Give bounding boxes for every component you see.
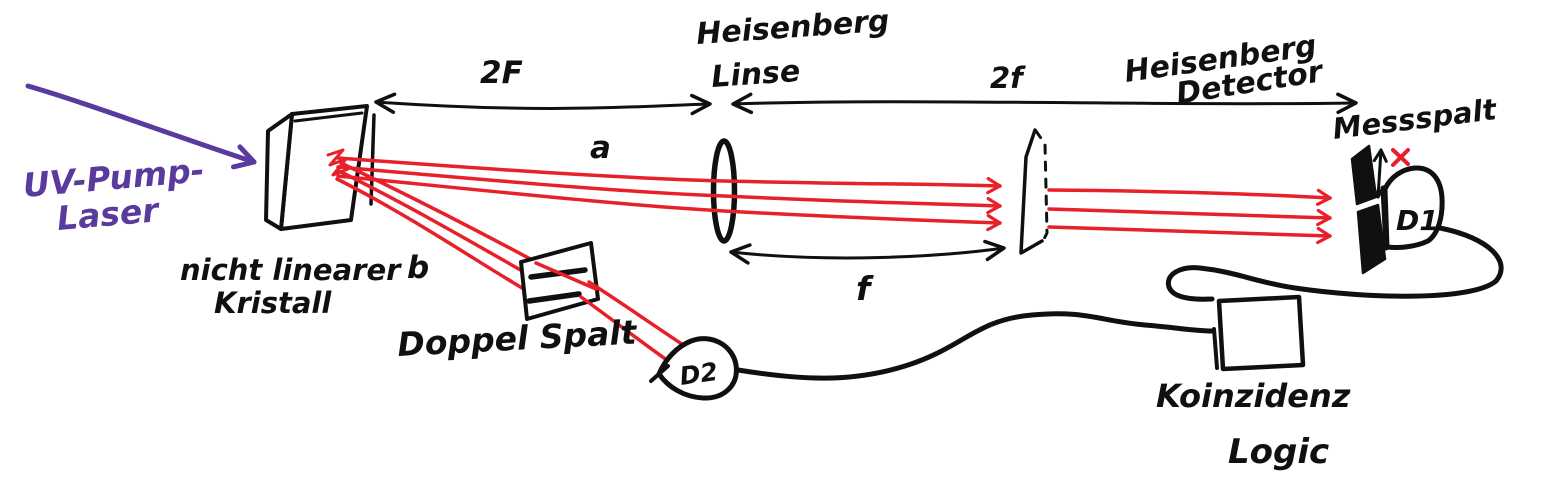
coincidence-label-line1: Koinzidenz [1156, 377, 1351, 415]
pump-laser-arrow [25, 83, 257, 170]
heisenberg-lens [710, 138, 738, 244]
double-slit-plate [519, 241, 600, 321]
dimension-arrow-2F [374, 92, 712, 116]
pump-laser-label-line2: Laser [55, 190, 161, 238]
messspalt-x-marker [1391, 148, 1410, 167]
detector-d1 [1377, 165, 1445, 251]
beam-label-a: a [590, 130, 611, 166]
beam-label-b: b [407, 250, 429, 286]
wire-d1-to-coincidence [1165, 225, 1504, 302]
wire-d2-to-coincidence [735, 311, 1215, 381]
crystal-label-line1: nicht linearer [180, 253, 402, 287]
detector-d2 [649, 336, 739, 401]
detector-d2-label: D2 [678, 357, 720, 391]
messspalt-label: Messspalt [1331, 92, 1499, 146]
coincidence-logic-box [1212, 294, 1306, 372]
dimension-label-2f: 2f [990, 61, 1026, 95]
dimension-arrow-2f [731, 92, 1358, 115]
double-slit-label: Doppel Spalt [396, 312, 638, 364]
messspalt-scan-arrow [1371, 148, 1388, 199]
lens-label-line2: Linse [710, 54, 801, 95]
spdc-source-scribble [326, 148, 350, 177]
beam-a-group [336, 156, 1332, 245]
coincidence-label-line2: Logic [1228, 432, 1329, 472]
dimension-arrow-f [729, 239, 1006, 265]
dimension-label-f: f [856, 269, 874, 308]
lens-label-line1: Heisenberg [695, 4, 890, 52]
dimension-label-2F: 2F [480, 55, 523, 91]
beam-b-group [335, 161, 538, 293]
detector-d1-label: D1 [1396, 204, 1439, 237]
crystal-label-line2: Kristall [214, 286, 332, 320]
nonlinear-crystal [264, 104, 369, 231]
image-plane-plate [1019, 128, 1049, 255]
